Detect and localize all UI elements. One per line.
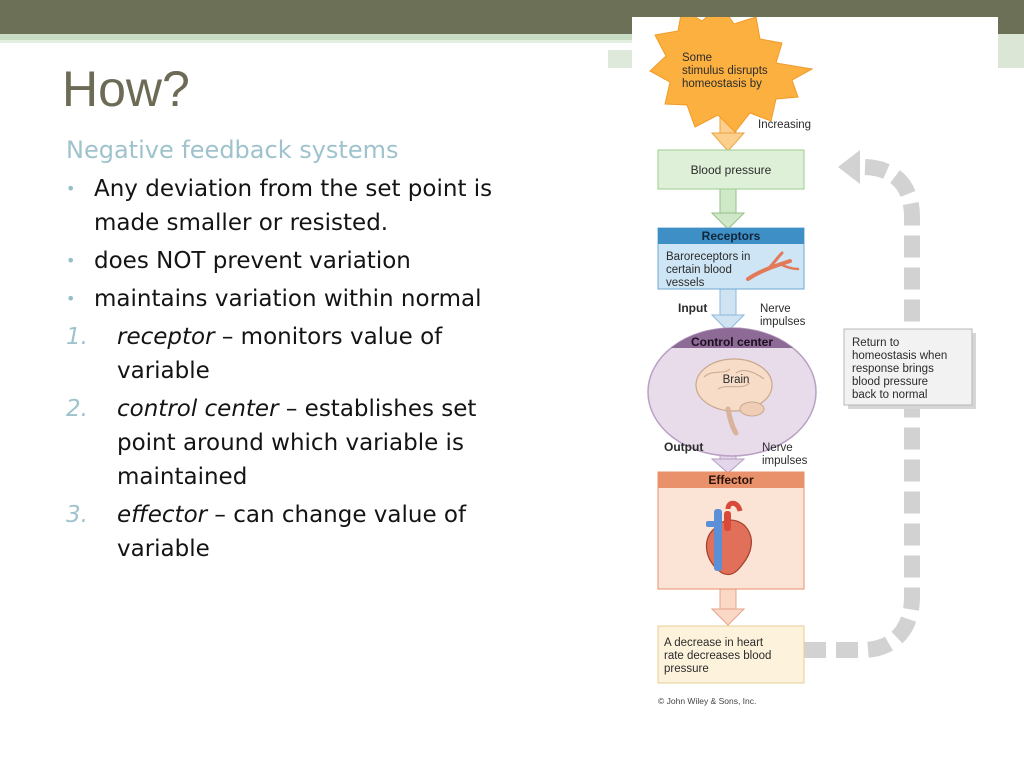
stimulus-starburst [649,17,814,133]
return-line: response brings [852,363,934,375]
stimulus-line: stimulus disrupts [682,65,768,77]
bullet-item: • Any deviation from the set point is mad… [66,172,506,240]
receptors-line: Baroreceptors in [666,251,750,263]
blood-pressure-label: Blood pressure [691,163,772,177]
term-control-center: control center [117,396,279,422]
header-stripe [0,34,1024,40]
stimulus-line: Some [682,52,712,64]
bullet-marker: • [66,179,76,198]
nerve-line: Nerve [762,442,793,454]
bullet-text: Any deviation from the set point is made… [94,176,493,236]
stimulus-line: homeostasis by [682,78,762,90]
number-marker: 3. [66,502,88,528]
effector-to-result-arrow [710,588,746,626]
feedback-diagram-svg: Some stimulus disrupts homeostasis by In… [647,17,976,706]
input-label: Input [678,301,707,315]
nerve-impulses-input-label: Nerve impulses [760,303,806,328]
return-line: back to normal [852,389,927,401]
bullet-marker: • [66,251,76,270]
return-description: Return to homeostasis when response brin… [852,337,950,401]
bp-to-receptors-arrow [710,188,746,230]
increasing-label: Increasing [758,119,811,131]
blood-vessel-icon [746,251,800,281]
heart-icon [705,500,752,576]
definition-control-center: – establishes set point around which var… [117,396,477,490]
receptors-description: Baroreceptors in certain blood vessels [666,251,754,289]
bullet-text: does NOT prevent variation [94,248,411,274]
bullet-text: maintains variation within normal [94,286,482,312]
return-line: homeostasis when [852,350,947,362]
return-box [843,328,973,406]
slide-title: How? [62,61,190,117]
term-effector: effector [117,502,208,528]
nerve-line: impulses [760,316,806,328]
return-arrowhead [838,150,860,184]
effector-title: Effector [708,473,754,487]
slide-subtitle: Negative feedback systems [66,136,399,164]
numbered-item-receptor: 1. receptor – monitors value of variable [66,320,506,388]
number-marker: 1. [66,324,88,350]
bullet-item: • maintains variation within normal [66,282,506,316]
return-line: Return to [852,337,899,349]
definition-receptor: – monitors value of variable [117,324,443,384]
brain-icon [695,358,773,436]
output-label: Output [664,440,703,454]
receptors-line: vessels [666,277,705,289]
copyright-label: © John Wiley & Sons, Inc. [658,696,756,706]
result-description: A decrease in heart rate decreases blood… [664,637,775,675]
result-line: pressure [664,663,709,675]
nerve-line: Nerve [760,303,791,315]
number-marker: 2. [66,396,88,422]
definition-effector: – can change value of variable [117,502,467,562]
blood-pressure-box [657,149,805,190]
bullet-item: • does NOT prevent variation [66,244,506,278]
return-line: blood pressure [852,376,928,388]
receptors-header [658,228,804,244]
receptors-title: Receptors [702,229,761,243]
stimulus-label: Some stimulus disrupts homeostasis by [682,52,771,90]
control-center-title: Control center [691,335,773,349]
header-accent-block-right [998,34,1024,68]
feedback-diagram: Some stimulus disrupts homeostasis by In… [632,17,998,717]
result-box [657,625,805,684]
nerve-impulses-output-label: Nerve impulses [762,442,808,467]
brain-label: Brain [723,374,750,386]
header-accent-block [608,50,632,68]
numbered-item-control-center: 2. control center – establishes set point… [66,392,506,494]
header-stripe-thin [0,40,640,43]
effector-header [658,472,804,488]
numbered-item-effector: 3. effector – can change value of variabl… [66,498,506,566]
input-arrow [710,288,746,332]
result-line: rate decreases blood [664,650,771,662]
receptors-line: certain blood [666,264,732,276]
result-line: A decrease in heart [664,637,764,649]
nerve-line: impulses [762,455,808,467]
term-receptor: receptor [117,324,215,350]
bullet-marker: • [66,289,76,308]
bullet-list: • Any deviation from the set point is mad… [66,172,506,570]
